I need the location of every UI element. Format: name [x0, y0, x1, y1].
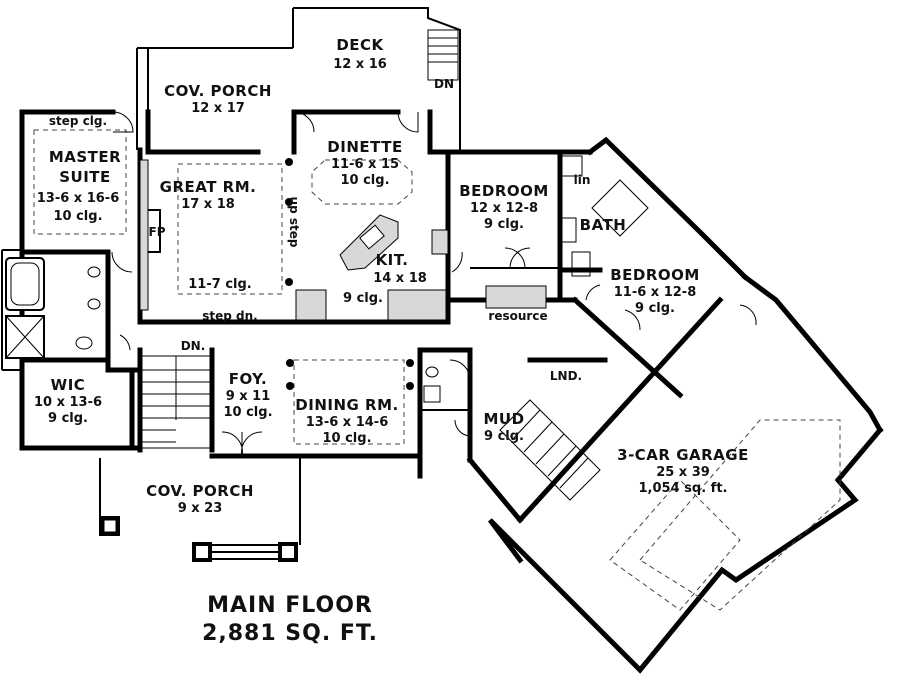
walls	[1, 7, 884, 674]
deck-outline	[293, 7, 461, 150]
garage-front-wall	[488, 426, 884, 674]
foyer-name: FOY.	[229, 370, 268, 388]
bath-name: BATH	[580, 216, 627, 234]
foyer-ceiling: 10 clg.	[223, 405, 272, 420]
front-porch-dims: 9 x 23	[178, 501, 223, 516]
master-name-2: SUITE	[59, 168, 111, 186]
bedroom1-ceiling: 9 clg.	[484, 217, 524, 232]
master-name-1: MASTER	[49, 148, 121, 166]
rear-porch-name: COV. PORCH	[164, 82, 272, 100]
title-line-1: MAIN FLOOR	[207, 593, 373, 618]
bedroom2-ceiling: 9 clg.	[635, 301, 675, 316]
sink-icon	[571, 251, 591, 277]
dinette-ceiling: 10 clg.	[340, 173, 389, 188]
sink-icon	[87, 298, 101, 310]
main-stair	[141, 355, 211, 449]
toilet-icon	[561, 155, 583, 177]
bedroom2-dims: 11-6 x 12-8	[614, 285, 697, 300]
mud-ceiling: 9 clg.	[484, 429, 524, 444]
deck-dims: 12 x 16	[333, 57, 387, 72]
garage-name: 3-CAR GARAGE	[617, 446, 749, 464]
deck-stair	[427, 29, 459, 81]
bath-diagonal-wall	[586, 136, 749, 281]
garage-right-wall	[741, 273, 884, 434]
mud-stair	[499, 399, 601, 501]
master-bath-fixtures	[5, 257, 101, 359]
stair-label: DN.	[181, 339, 206, 353]
linen-label: lin	[574, 173, 591, 187]
mud-name: MUD	[483, 410, 524, 428]
great-rm-ceiling: 11-7 clg.	[188, 277, 251, 292]
resource-counter	[485, 285, 547, 309]
resource-label: resource	[488, 309, 547, 323]
bedroom1-name: BEDROOM	[459, 182, 549, 200]
sink-icon	[423, 385, 441, 403]
wic-name: WIC	[51, 376, 86, 394]
dining-ceiling: 10 clg.	[322, 431, 371, 446]
toilet-icon	[425, 366, 439, 378]
bedroom1-dims: 12 x 12-8	[470, 201, 538, 216]
kitchen-ceiling: 9 clg.	[343, 291, 383, 306]
toilet-icon	[75, 336, 93, 350]
sink-icon	[87, 266, 101, 278]
laundry-label: LND.	[550, 369, 582, 383]
fireplace-label: FP	[149, 225, 166, 239]
tub-icon	[5, 257, 45, 311]
wic-dims: 10 x 13-6	[34, 395, 102, 410]
title-line-2: 2,881 SQ. FT.	[202, 621, 378, 646]
kitchen-counter-left	[295, 289, 327, 321]
great-rm-top-wall	[145, 109, 261, 155]
master-dims: 13-6 x 16-6	[37, 191, 120, 206]
deck-name: DECK	[336, 36, 384, 54]
kitchen-top-wall	[427, 109, 593, 155]
garage-area: 1,054 sq. ft.	[639, 481, 728, 496]
kitchen-name: KIT.	[376, 251, 409, 269]
dining-dims: 13-6 x 14-6	[306, 415, 389, 430]
master-ceiling: 10 clg.	[53, 209, 102, 224]
columns	[285, 158, 414, 390]
deck-stair-label: DN	[434, 77, 454, 91]
step-down-label: step dn.	[202, 309, 257, 323]
foyer-dims: 9 x 11	[226, 389, 271, 404]
front-porch-outline	[99, 458, 301, 562]
dinette-name: DINETTE	[327, 138, 402, 156]
step-up-label: up step	[287, 197, 301, 248]
master-step-label: step clg.	[49, 114, 107, 128]
garage-dims: 25 x 39	[656, 465, 710, 480]
dinette-dims: 11-6 x 15	[331, 157, 399, 172]
counters	[139, 159, 547, 321]
great-rm-dims: 17 x 18	[181, 197, 235, 212]
kitchen-island	[339, 214, 399, 271]
kitchen-counter-right	[387, 289, 447, 321]
kitchen-dims: 14 x 18	[373, 271, 427, 286]
great-rm-name: GREAT RM.	[160, 178, 257, 196]
ceiling-outlines	[33, 129, 841, 611]
room-labels: DECK 12 x 16 DN COV. PORCH 12 x 17 step …	[34, 36, 749, 516]
plan-title: MAIN FLOOR 2,881 SQ. FT.	[202, 593, 378, 646]
sink-icon	[561, 217, 577, 243]
rear-porch-dims: 12 x 17	[191, 101, 245, 116]
tub-icon	[591, 179, 649, 237]
dining-name: DINING RM.	[295, 396, 398, 414]
bedroom2-name: BEDROOM	[610, 266, 700, 284]
bedroom2-bottom	[571, 296, 684, 399]
door-swings	[111, 111, 757, 457]
wic-ceiling: 9 clg.	[48, 411, 88, 426]
front-porch-name: COV. PORCH	[146, 482, 254, 500]
hall-bath-fixtures	[423, 155, 649, 403]
